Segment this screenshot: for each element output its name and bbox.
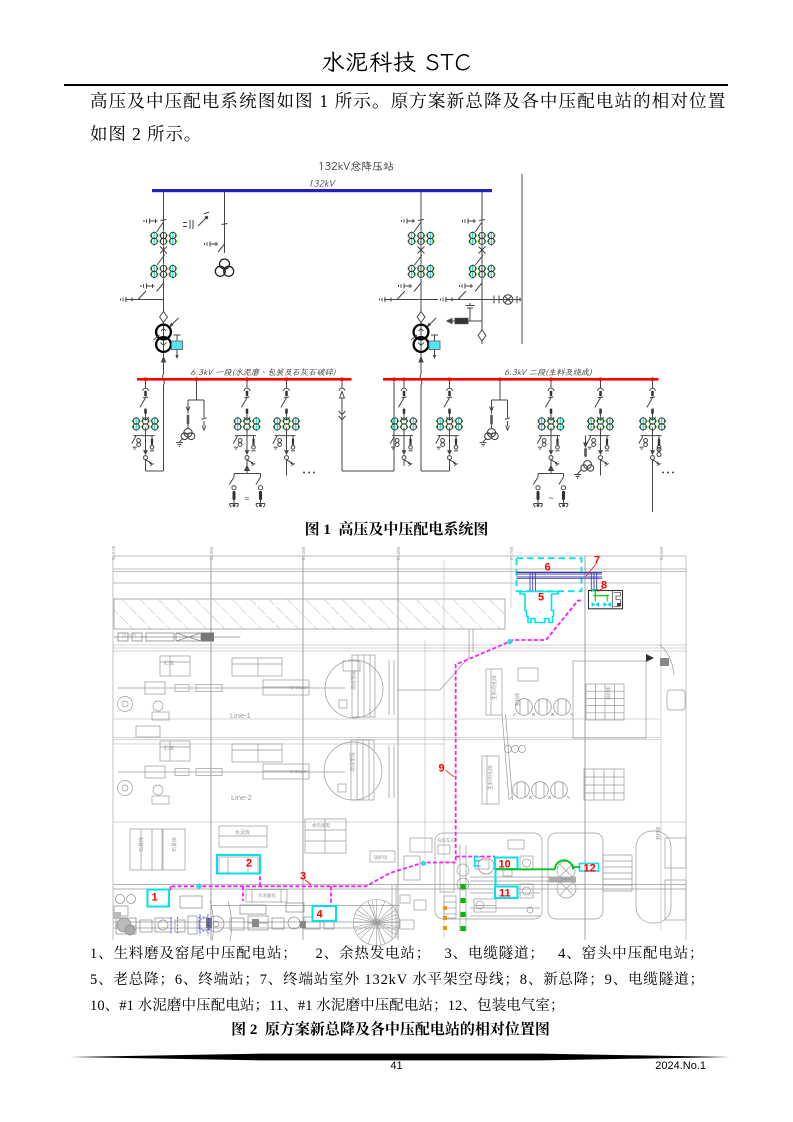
svg-text:贮库: 贮库: [164, 660, 174, 667]
svg-text:熟料库: 熟料库: [605, 686, 612, 700]
svg-text:7: 7: [594, 555, 600, 567]
svg-text:3: 3: [300, 871, 306, 883]
svg-text:11: 11: [499, 888, 511, 900]
svg-text:132kV总降压站: 132kV总降压站: [318, 160, 394, 174]
svg-text:E=700: E=700: [509, 546, 514, 560]
svg-text:E=400: E=400: [301, 546, 306, 560]
svg-text:8: 8: [601, 580, 607, 592]
svg-text:=: =: [245, 494, 250, 503]
svg-text:E=500: E=500: [396, 546, 401, 560]
svg-text:生料均化库: 生料均化库: [491, 675, 498, 700]
svg-text:生料均化库: 生料均化库: [487, 765, 494, 790]
svg-text:6.3kV 二段(生料及烧成): 6.3kV 二段(生料及烧成): [504, 368, 592, 378]
svg-text:4: 4: [317, 909, 324, 921]
svg-text:石膏库: 石膏库: [138, 837, 145, 852]
svg-text:水泥磨房: 水泥磨房: [258, 892, 276, 899]
svg-text:12: 12: [584, 863, 596, 875]
svg-text:1: 1: [152, 892, 158, 904]
svg-text:E=0.00: E=0.00: [111, 545, 116, 560]
svg-text:烧成窑尾: 烧成窑尾: [349, 752, 356, 772]
svg-text:贮库: 贮库: [164, 745, 174, 752]
svg-text:烧成窑尾: 烧成窑尾: [350, 670, 357, 690]
svg-text:O-Sepa: O-Sepa: [290, 769, 306, 774]
svg-text:O-Sepa: O-Sepa: [290, 685, 306, 690]
svg-text:包装车间: 包装车间: [437, 837, 455, 844]
svg-text:~: ~: [548, 493, 553, 503]
svg-text:6.3kV 一段(水泥磨、包装及石灰石破碎): 6.3kV 一段(水泥磨、包装及石灰石破碎): [190, 368, 335, 378]
svg-text:E=900: E=900: [659, 546, 664, 560]
svg-text:10: 10: [499, 859, 511, 871]
svg-text:水泥库: 水泥库: [235, 829, 250, 836]
svg-text:Line-2: Line-2: [231, 793, 252, 802]
svg-text:锅炉房: 锅炉房: [374, 854, 388, 861]
svg-text:5: 5: [538, 592, 544, 604]
svg-text:132kV: 132kV: [308, 178, 337, 190]
svg-text:6: 6: [545, 562, 551, 574]
svg-text:日.日.日: 日.日.日: [122, 633, 136, 638]
svg-text:熟料库: 熟料库: [655, 826, 662, 840]
svg-text:Line-1: Line-1: [230, 711, 251, 720]
svg-text:熟料库: 熟料库: [514, 692, 521, 706]
svg-text:E=300: E=300: [209, 546, 214, 560]
svg-text:9: 9: [439, 763, 445, 775]
svg-text:2: 2: [246, 858, 252, 870]
svg-text:石膏库: 石膏库: [171, 837, 178, 852]
svg-text:余热发电: 余热发电: [312, 822, 330, 829]
